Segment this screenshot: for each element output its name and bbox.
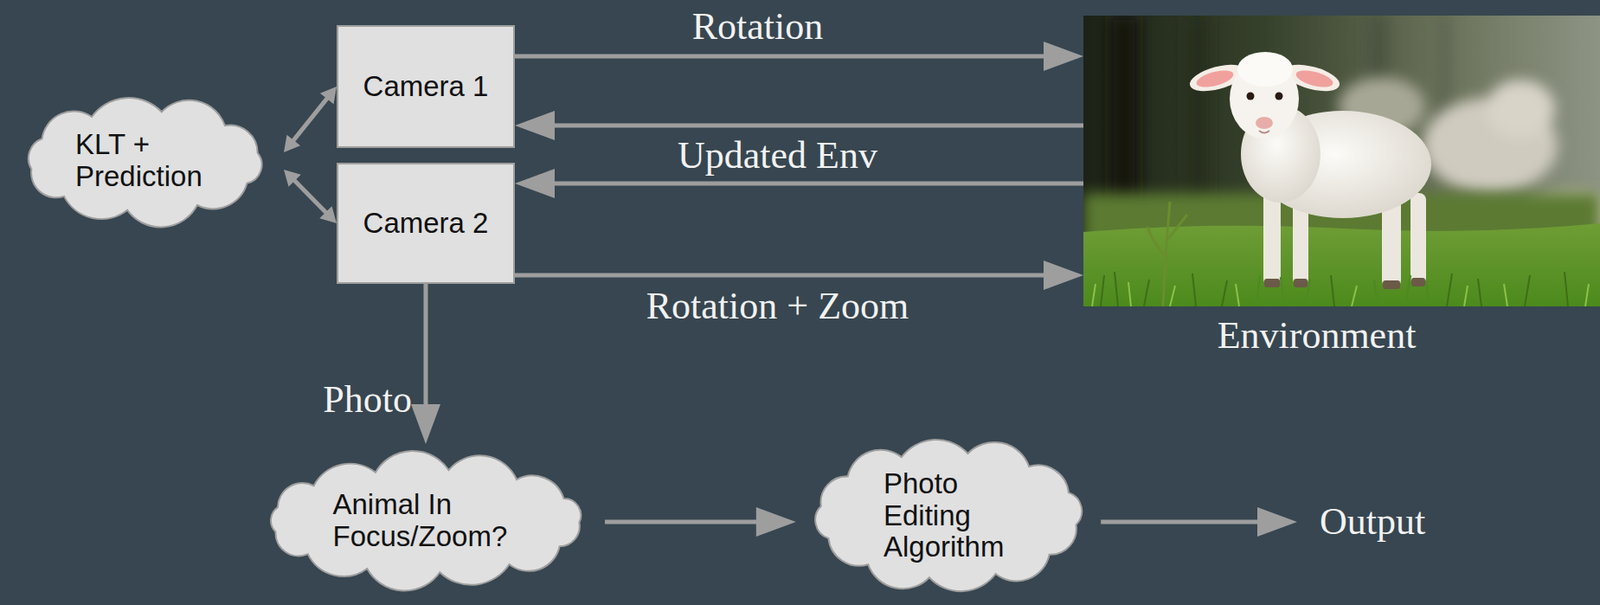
- lamb-legs: [1263, 188, 1281, 286]
- process-cloud: Photo Editing Algorithm: [796, 429, 1101, 602]
- lamb-eye: [1246, 92, 1255, 101]
- arrow-head: [283, 169, 302, 187]
- lamb-photo: [1083, 15, 1600, 307]
- lamb-legs: [1410, 192, 1427, 285]
- edge-label: Rotation: [692, 7, 824, 46]
- arrow-head: [514, 110, 555, 141]
- cloud-outline-path: [815, 439, 1082, 592]
- lamb-ear-inner: [1294, 67, 1336, 91]
- lamb-ear-inner: [1195, 67, 1236, 91]
- camera-box: Camera 2: [336, 162, 515, 284]
- arrow-connector: [283, 86, 337, 153]
- lamb-eye: [1275, 92, 1284, 101]
- output-label: Output: [1319, 502, 1426, 541]
- lamb-hooves: [1382, 280, 1401, 290]
- arrow-head: [756, 507, 797, 537]
- arrow-connector: [514, 41, 1084, 71]
- arrow-head: [514, 168, 555, 199]
- arrow-connector: [411, 283, 441, 444]
- photo-background: [1083, 15, 1600, 307]
- grass-field: [1083, 223, 1600, 307]
- arrow-connector: [514, 110, 1084, 141]
- lamb-nose: [1255, 116, 1273, 129]
- edge-label: Photo: [322, 380, 412, 419]
- edge-label: Updated Env: [677, 136, 878, 175]
- node-label: Camera 1: [363, 70, 489, 103]
- arrow-head: [319, 205, 337, 224]
- decision-cloud: Animal In Focus/Zoom?: [246, 443, 605, 598]
- cloud-outline-path: [270, 450, 581, 592]
- node-label: KLT + Prediction: [75, 128, 214, 193]
- front-grass: [1256, 275, 1430, 307]
- output-arrow: [1100, 507, 1298, 537]
- arrow-shaft: [551, 123, 1084, 129]
- arrow-head: [283, 134, 301, 153]
- arrow-connector: [604, 507, 797, 537]
- blurred-sheep: [1485, 79, 1556, 139]
- arrow-shaft: [291, 96, 329, 143]
- lamb-hooves: [1411, 277, 1426, 287]
- arrow-shaft: [514, 54, 1048, 59]
- small-plant: [1168, 214, 1188, 239]
- environment-image: Environment: [1083, 15, 1600, 307]
- cloud-outline-path: [28, 97, 263, 227]
- grass-blades-light: [1092, 282, 1589, 307]
- node-label: Photo Editing Algorithm: [883, 468, 1014, 565]
- small-plant: [1147, 226, 1167, 258]
- image-caption: Environment: [1217, 316, 1417, 355]
- lamb: [1187, 51, 1432, 290]
- node-label: Camera 2: [363, 207, 489, 240]
- arrow-head: [320, 86, 337, 104]
- output-arrow-head: [1257, 507, 1298, 537]
- lamb-hooves: [1264, 277, 1426, 290]
- blurred-trees: [1187, 15, 1209, 224]
- arrow-head: [1043, 41, 1084, 71]
- arrow-shaft: [424, 283, 429, 408]
- arrow-connector: [514, 260, 1084, 290]
- arrow-head: [1043, 260, 1084, 290]
- arrow-shaft: [514, 273, 1048, 278]
- arrow-shaft: [292, 178, 328, 215]
- camera-box: Camera 1: [336, 25, 515, 148]
- arrow-shaft: [604, 520, 760, 525]
- output-arrow-shaft: [1100, 520, 1261, 525]
- process-cloud: KLT + Prediction: [5, 86, 284, 236]
- arrow-connector: [283, 169, 337, 224]
- node-label: Animal In Focus/Zoom?: [333, 488, 520, 553]
- arrow-head: [411, 404, 441, 444]
- lamb-mouth: [1259, 130, 1270, 134]
- lamb-hooves: [1264, 278, 1280, 288]
- edge-label: Rotation + Zoom: [646, 287, 909, 326]
- front-grass: [1256, 275, 1430, 307]
- grass-blades-light: [1092, 282, 1589, 307]
- lamb-wool-top: [1237, 51, 1293, 87]
- arrow-shaft: [551, 181, 1084, 187]
- lamb-hooves: [1293, 278, 1308, 288]
- small-plant: [1147, 201, 1188, 307]
